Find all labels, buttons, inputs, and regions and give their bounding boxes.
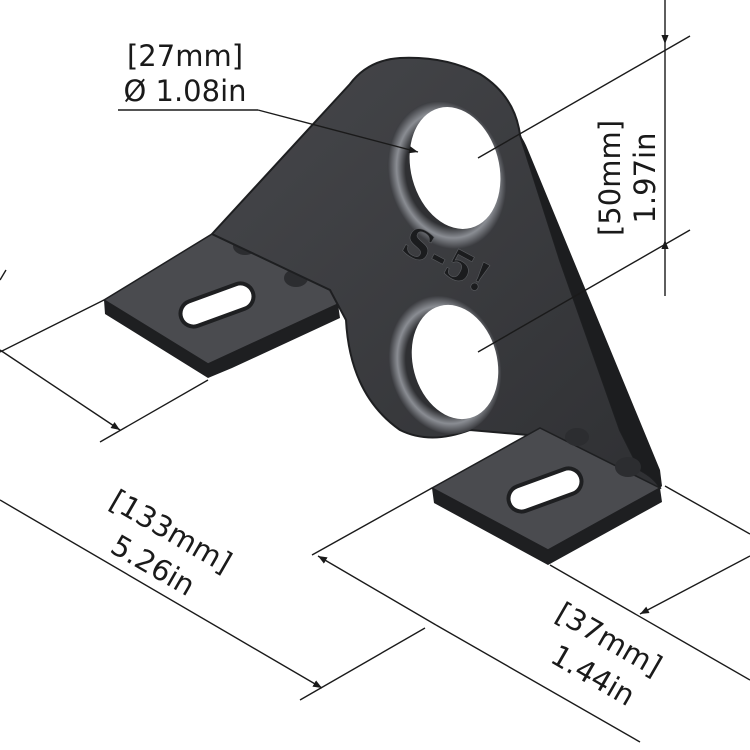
hole-diameter-dimension: [27mm] Ø 1.08in xyxy=(118,39,419,154)
right-foot-slot xyxy=(506,466,584,514)
left-foot-slot xyxy=(178,281,256,329)
hole-spacing-dimension: [50mm] 1.97in xyxy=(477,0,691,353)
overall-width-dimension: [133mm] 5.26in xyxy=(0,483,426,701)
hole-diameter-metric: [27mm] xyxy=(127,39,243,73)
hole-spacing-imperial: 1.97in xyxy=(628,132,662,223)
right-foot-bump-1 xyxy=(565,428,589,446)
bracket-part: S-5! xyxy=(102,56,662,565)
right-foot-bump-2 xyxy=(615,457,641,477)
left-foot-edge xyxy=(104,300,340,378)
upper-hole xyxy=(409,107,501,229)
hole-spacing-metric: [50mm] xyxy=(593,120,627,236)
upright-plate-edge xyxy=(520,135,662,488)
lower-hole xyxy=(411,304,499,420)
hole-diameter-imperial: Ø 1.08in xyxy=(123,74,246,108)
left-foot-dimension xyxy=(0,269,209,443)
